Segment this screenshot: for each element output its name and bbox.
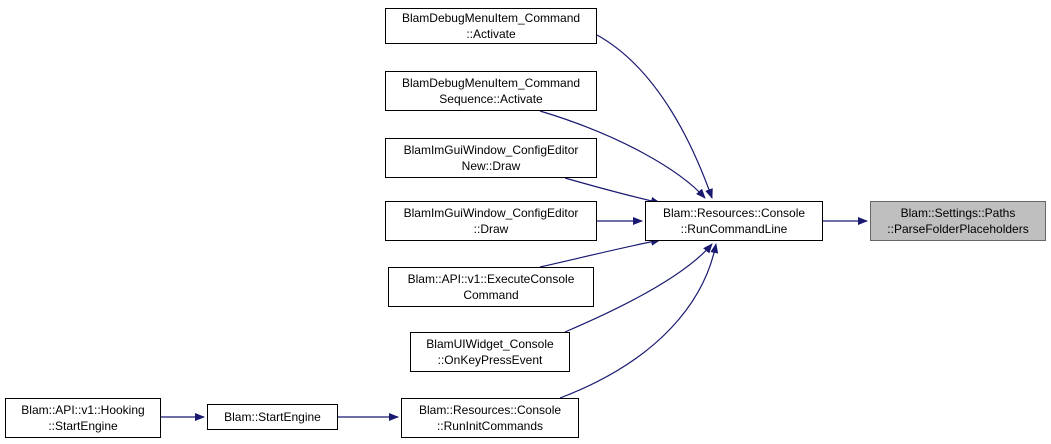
node-settings-paths-parse-folder-placeholders: Blam::Settings::Paths ::ParseFolderPlace… — [870, 201, 1046, 241]
node-label-line2: ::ParseFolderPlaceholders — [887, 222, 1029, 236]
node-label-line2: ::Activate — [466, 27, 516, 41]
edge-cfg-new-to-rcl — [564, 177, 661, 205]
node-label-line1: Blam::Resources::Console — [418, 403, 562, 417]
node-api-execute-console-command[interactable]: Blam::API::v1::ExecuteConsole Command — [388, 267, 594, 307]
edge-api-exec-to-rcl — [539, 237, 661, 268]
node-label-line2: ::RunCommandLine — [680, 222, 788, 236]
node-label-line2: New::Draw — [461, 159, 521, 173]
edge-ui-console-to-rcl — [564, 243, 713, 333]
node-label-line2: Sequence::Activate — [439, 92, 543, 106]
edge-debug-cmd-to-rcl — [596, 34, 713, 199]
node-label-line1: BlamUIWidget_Console — [426, 337, 554, 351]
node-debug-menu-item-command-sequence-activate[interactable]: BlamDebugMenuItem_Command Sequence::Acti… — [385, 71, 597, 111]
node-label-line1: Blam::Resources::Console — [662, 206, 806, 220]
node-label-line1: BlamImGuiWindow_ConfigEditor — [403, 143, 579, 157]
node-label-line1: Blam::Settings::Paths — [900, 206, 1016, 220]
node-label-line1: Blam::API::v1::Hooking — [21, 403, 145, 417]
node-label-line2: ::OnKeyPressEvent — [437, 353, 543, 367]
node-label-line1: Blam::API::v1::ExecuteConsole — [407, 272, 575, 286]
node-start-engine[interactable]: Blam::StartEngine — [207, 404, 338, 430]
node-imgui-config-editor-new-draw[interactable]: BlamImGuiWindow_ConfigEditor New::Draw — [385, 138, 597, 178]
edge-init-cmds-to-rcl — [559, 243, 719, 399]
node-label-line1: Blam::StartEngine — [224, 410, 321, 424]
node-label-line2: Command — [463, 288, 519, 302]
node-imgui-config-editor-draw[interactable]: BlamImGuiWindow_ConfigEditor ::Draw — [385, 201, 597, 241]
node-console-run-command-line[interactable]: Blam::Resources::Console ::RunCommandLin… — [645, 201, 823, 241]
node-debug-menu-item-command-activate[interactable]: BlamDebugMenuItem_Command ::Activate — [385, 8, 597, 44]
node-label-line2: ::StartEngine — [48, 419, 118, 433]
node-label-line1: BlamDebugMenuItem_Command — [401, 11, 581, 25]
edge-debug-seq-to-rcl — [539, 110, 706, 199]
node-label-line2: ::Draw — [473, 222, 509, 236]
node-label-line1: BlamImGuiWindow_ConfigEditor — [403, 206, 579, 220]
node-api-hooking-start-engine[interactable]: Blam::API::v1::Hooking ::StartEngine — [5, 398, 161, 438]
node-ui-widget-console-on-key-press-event[interactable]: BlamUIWidget_Console ::OnKeyPressEvent — [410, 332, 570, 372]
node-console-run-init-commands[interactable]: Blam::Resources::Console ::RunInitComman… — [401, 398, 579, 438]
node-label-line1: BlamDebugMenuItem_Command — [401, 76, 581, 90]
node-label-line2: ::RunInitCommands — [436, 419, 544, 433]
